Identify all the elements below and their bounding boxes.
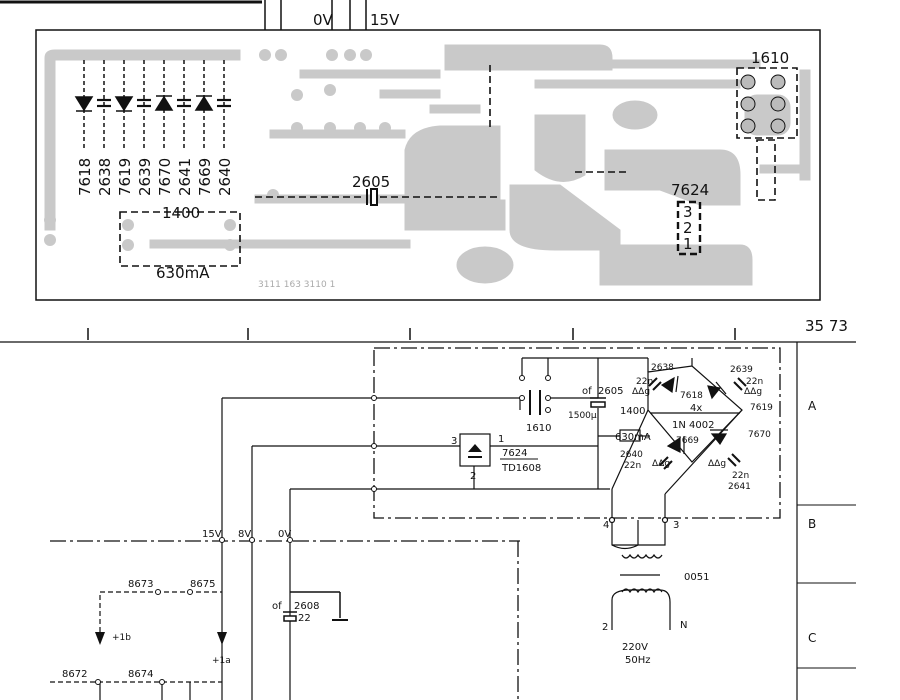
bridge-cap-2638-value: 22n (636, 377, 653, 387)
connector-1610-label: 1610 (526, 423, 551, 434)
test-point-8675: 8675 (190, 579, 215, 590)
row-label-c: C (808, 631, 816, 645)
rail-8v: 8V (238, 529, 251, 540)
bridge-cap-2638-ref: 2638 (651, 363, 674, 373)
pcb-part-2639: 2639 (136, 158, 154, 196)
regulator-7624-symbol (459, 433, 491, 467)
bridge-multiplier: 4x (690, 403, 702, 414)
capacitor-2605-value: 1500µ (568, 411, 597, 421)
pcb-7624-pin2: 2 (683, 219, 693, 237)
pcb-7624-pin3: 3 (683, 203, 693, 221)
ruler-ticks (87, 328, 736, 340)
bridge-cap-2639-ref: 2639 (730, 365, 753, 375)
pcb-part-7670: 7670 (156, 158, 174, 196)
fuse-630ma-label: 630mA (615, 432, 651, 443)
pcb-pads (44, 49, 391, 246)
pcb-part-2638: 2638 (96, 158, 114, 196)
bridge-diode-7619: 7619 (750, 403, 773, 413)
pcb-label-7624: 7624 (671, 181, 709, 199)
bridge-cap-2639-marks: ΔΔg (744, 387, 762, 397)
fuse-1400-symbol (619, 429, 641, 442)
regulator-pin3: 3 (451, 436, 457, 447)
schematic: A B C (0, 341, 856, 700)
transformer-pin3: 3 (673, 520, 679, 531)
pcb-label-2605: 2605 (352, 173, 390, 191)
fuse-1400-ref: 1400 (620, 406, 645, 417)
pcb-fuse-1400-outline (119, 211, 241, 267)
pcb-header-1610-outline (736, 67, 798, 139)
pcb-part-7669: 7669 (196, 158, 214, 196)
transformer-ref: 0051 (684, 572, 709, 583)
capacitor-2608-ref: 2608 (294, 601, 319, 612)
connector-1610-symbol (519, 375, 551, 415)
capacitor-2605-prefix: of (582, 386, 592, 397)
bridge-diode-7669: 7669 (676, 436, 699, 446)
bridge-cap-2638-marks: ΔΔg (632, 387, 650, 397)
pcb-cap-2605-symbol (366, 188, 378, 206)
test-point-8673: 8673 (128, 579, 153, 590)
regulator-type: TD1608 (501, 463, 541, 474)
regulator-ref: 7624 (502, 448, 527, 459)
bridge-diode-type: 1N 4002 (672, 420, 714, 431)
regulator-pin2: 2 (470, 471, 476, 482)
output-1a-label: +1a (212, 656, 231, 666)
transformer-pin4: 4 (603, 520, 609, 531)
bridge-cap-2641-ref: 2641 (728, 482, 751, 492)
pcb-part-2640: 2640 (216, 158, 234, 196)
transformer-primary-2: 2 (602, 622, 608, 633)
pcb-part-7619: 7619 (116, 158, 134, 196)
mains-frequency: 50Hz (625, 655, 651, 666)
capacitor-2608-symbol (283, 591, 348, 622)
pcb-layout: 0V 15V (0, 0, 821, 301)
rail-15v: 15V (202, 529, 222, 540)
bridge-cap-2640-marks: ΔΔg (652, 459, 670, 469)
transformer-0051-symbol (608, 516, 669, 594)
mains-voltage: 220V (622, 642, 648, 653)
capacitor-2605-symbol (590, 397, 606, 408)
pcb-board-code: 3111 163 3110 1 (258, 280, 335, 290)
pcb-part-7618: 7618 (76, 158, 94, 196)
test-point-8674: 8674 (128, 669, 153, 680)
bridge-cap-2641-value: 22n (732, 471, 749, 481)
pcb-copper (44, 44, 811, 286)
pcb-label-1400: 1400 (162, 204, 200, 222)
pcb-label-15v: 15V (370, 11, 400, 29)
pcb-label-0v: 0V (313, 11, 334, 29)
output-arrow-1a (217, 632, 227, 645)
transformer-primary-n: N (680, 620, 687, 631)
bridge-cap-2639-value: 22n (746, 377, 763, 387)
rail-0v: 0V (278, 529, 291, 540)
capacitor-2608-prefix: of (272, 601, 282, 612)
capacitor-2605-ref: 2605 (598, 386, 623, 397)
output-1b-label: +1b (112, 633, 131, 643)
pcb-diode-cap-row (74, 60, 231, 150)
bridge-cap-2640-value: 22n (624, 461, 641, 471)
regulator-pin1: 1 (498, 434, 504, 445)
test-point-8672: 8672 (62, 669, 87, 680)
output-arrow-1b (95, 632, 105, 645)
pcb-label-630ma: 630mA (156, 264, 210, 282)
pcb-part-2641: 2641 (176, 158, 194, 196)
bridge-cap-2641-marks: ΔΔg (708, 459, 726, 469)
row-label-a: A (808, 399, 817, 413)
bridge-diode-7618: 7618 (680, 391, 703, 401)
pcb-label-1610: 1610 (751, 49, 789, 67)
pcb-7624-pin1: 1 (683, 235, 693, 253)
bridge-diode-7670: 7670 (748, 430, 771, 440)
bridge-cap-2640-ref: 2640 (620, 450, 643, 460)
row-label-b: B (808, 517, 816, 531)
capacitor-2608-value: 22 (298, 613, 311, 624)
page-number: 35 73 (805, 317, 848, 335)
